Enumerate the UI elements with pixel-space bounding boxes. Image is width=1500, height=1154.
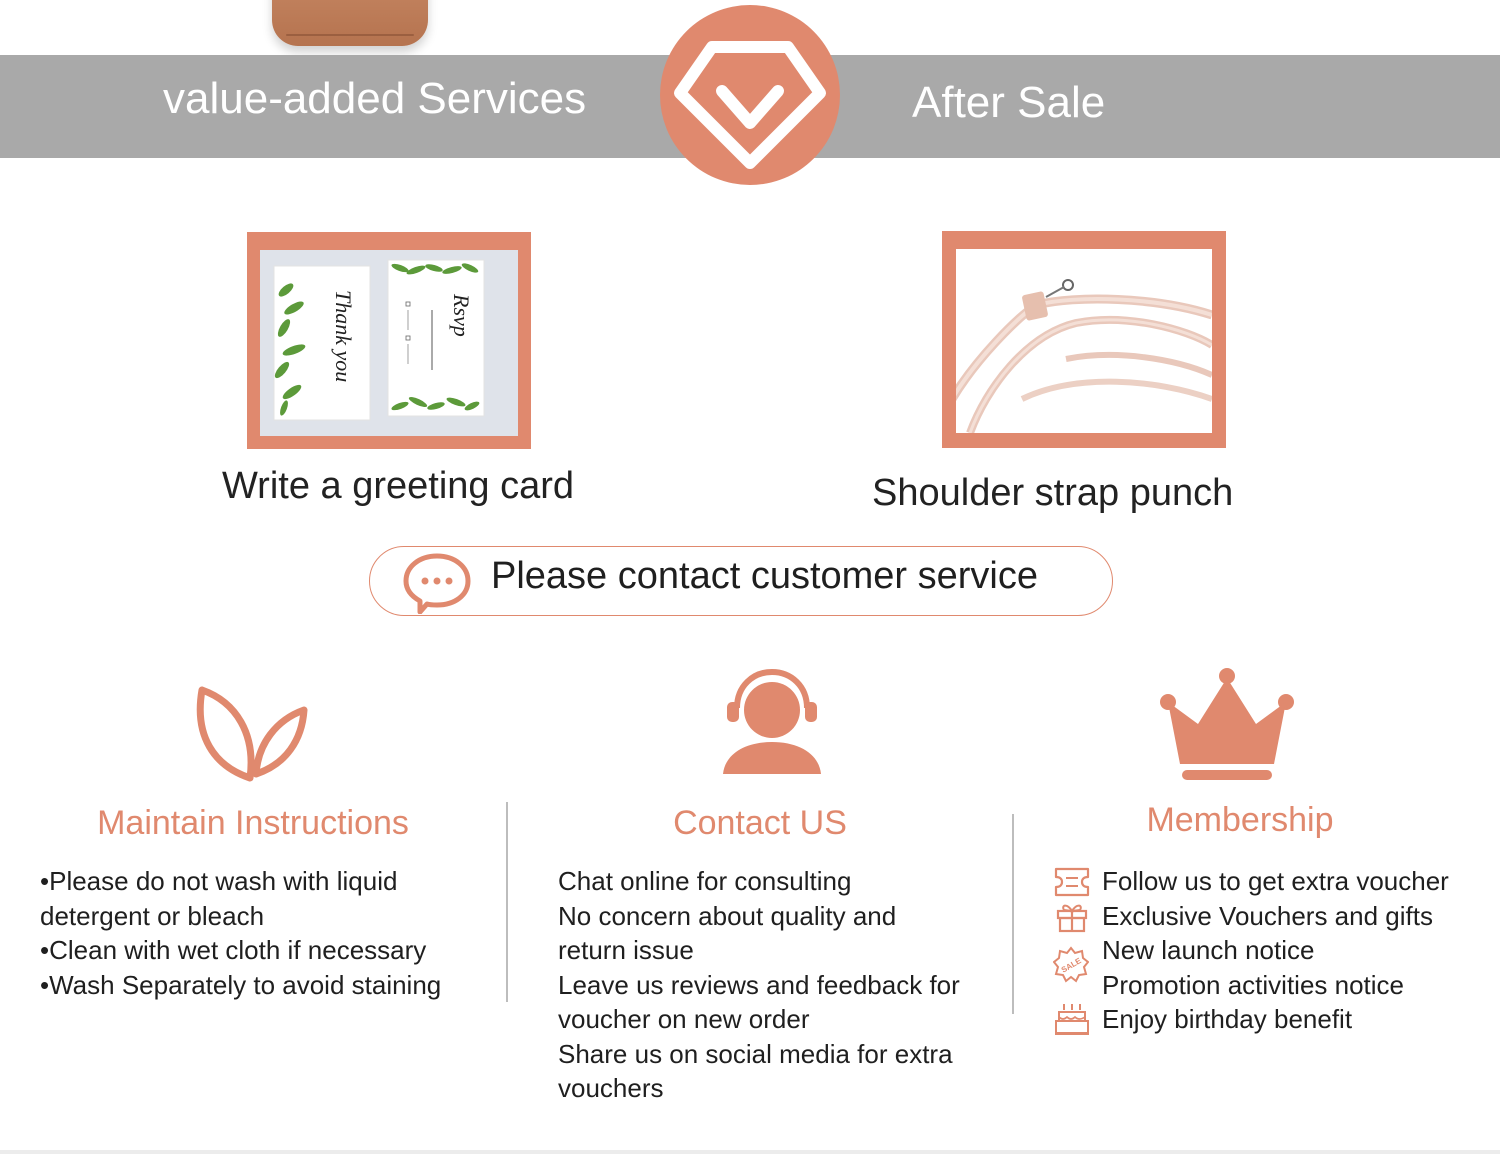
greeting-card-photo-frame: Thank you Rsvp — [247, 232, 531, 449]
membership-title: Membership — [1146, 801, 1334, 839]
contact-title: Contact US — [673, 804, 847, 842]
birthday-cake-icon — [1054, 1002, 1090, 1041]
crown-icon — [1158, 666, 1296, 789]
service-caption-greeting-card: Write a greeting card — [222, 465, 575, 507]
column-divider — [1012, 814, 1014, 1014]
contact-line: Share us on social media for extra — [558, 1038, 953, 1069]
maintain-line: detergent or bleach — [40, 900, 265, 931]
contact-line: Leave us reviews and feedback for — [558, 969, 960, 1000]
svg-text:SALE: SALE — [1060, 956, 1084, 975]
gift-icon — [1055, 901, 1089, 938]
card-text-thank-you: Thank you — [331, 290, 356, 382]
contact-pill-label: Please contact customer service — [491, 555, 1039, 597]
membership-item: Exclusive Vouchers and gifts — [1102, 900, 1433, 931]
column-divider — [506, 802, 508, 1002]
leaf-icon — [192, 684, 308, 789]
contact-line: return issue — [558, 935, 694, 965]
maintain-title: Maintain Instructions — [97, 804, 409, 842]
membership-item: Follow us to get extra voucher — [1102, 866, 1449, 896]
handbag-bottom-image — [272, 0, 428, 46]
contact-line: vouchers — [558, 1073, 664, 1103]
contact-customer-service-button[interactable] — [369, 546, 1113, 616]
shoulder-strap-photo — [956, 249, 1212, 433]
service-caption-strap-punch: Shoulder strap punch — [872, 472, 1234, 514]
contact-line: Chat online for consulting — [558, 866, 852, 896]
headset-agent-icon — [721, 668, 823, 785]
card-text-rsvp: Rsvp — [449, 293, 474, 337]
banner-left-title: value-added Services — [163, 74, 587, 123]
membership-item: Promotion activities notice — [1102, 969, 1405, 1000]
membership-item: New launch notice — [1102, 935, 1315, 965]
voucher-icon — [1054, 866, 1090, 903]
greeting-cards-photo: Thank you Rsvp — [260, 250, 518, 436]
contact-line: voucher on new order — [558, 1004, 810, 1034]
maintain-line: •Please do not wash with liquid — [40, 866, 398, 896]
bottom-divider — [0, 1150, 1500, 1154]
chat-bubble-icon — [402, 550, 472, 619]
maintain-list: •Please do not wash with liquid detergen… — [40, 864, 441, 1002]
diamond-check-icon — [660, 5, 840, 185]
contact-list: Chat online for consulting No concern ab… — [558, 864, 960, 1106]
membership-item: Enjoy birthday benefit — [1102, 1004, 1353, 1034]
sale-badge-icon: SALE — [1052, 946, 1090, 989]
membership-list: Follow us to get extra voucher Exclusive… — [1102, 864, 1449, 1037]
maintain-line: •Wash Separately to avoid staining — [40, 969, 442, 1000]
maintain-line: •Clean with wet cloth if necessary — [40, 935, 427, 965]
strap-photo-frame — [942, 231, 1226, 448]
banner-right-title: After Sale — [912, 78, 1106, 127]
contact-line: No concern about quality and — [558, 900, 897, 931]
